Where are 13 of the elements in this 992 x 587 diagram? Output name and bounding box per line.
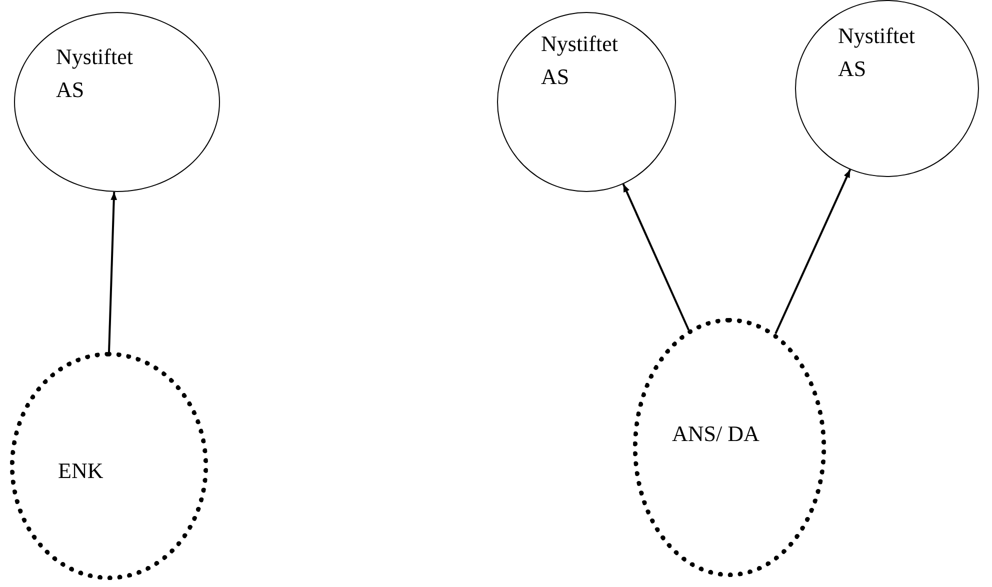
ellipse xyxy=(497,12,676,192)
dotted-ellipse xyxy=(633,318,826,577)
node-label: ANS/ DA xyxy=(672,420,760,448)
arrow xyxy=(774,169,852,334)
ellipse xyxy=(795,0,979,177)
node-label: ENK xyxy=(58,457,104,485)
ellipse xyxy=(14,12,220,192)
node-label: Nystiftet AS xyxy=(56,43,134,104)
arrow xyxy=(622,184,690,331)
node-label: Nystiftet AS xyxy=(838,22,916,83)
node-label: Nystiftet AS xyxy=(541,30,619,91)
arrow xyxy=(108,192,118,352)
dotted-ellipse xyxy=(10,352,208,580)
